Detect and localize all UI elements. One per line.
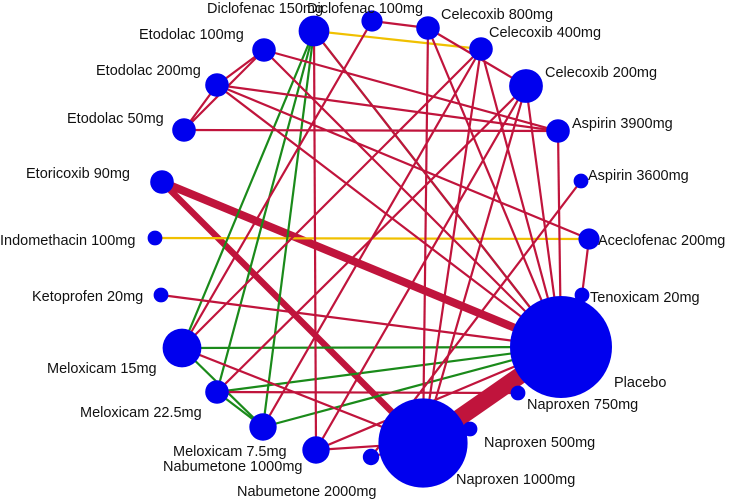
- edge-celecoxib200-nabumetone1000: [315, 85, 527, 451]
- edge-etodolac200-aspirin3900: [216, 83, 559, 133]
- node-celecoxib800: [416, 16, 440, 40]
- edge-meloxicam15-placebo: [181, 345, 562, 350]
- label-aspirin3600: Aspirin 3600mg: [588, 168, 689, 184]
- edge-diclofenac150-meloxicam15: [180, 30, 316, 349]
- edge-diclofenac150-celecoxib400: [313, 29, 482, 51]
- edge-etodolac200-placebo: [216, 84, 562, 348]
- edge-etodolac200-aceclofenac200: [216, 83, 590, 241]
- node-tenoxicam20: [574, 287, 590, 303]
- label-celecoxib200: Celecoxib 200mg: [545, 65, 657, 81]
- node-celecoxib400: [469, 37, 493, 61]
- node-indomethacin100: [147, 230, 163, 246]
- label-meloxicam75: Meloxicam 7.5mg: [173, 444, 287, 460]
- label-meloxicam225: Meloxicam 22.5mg: [80, 405, 202, 421]
- edge-diclofenac150-meloxicam225: [215, 30, 316, 393]
- label-diclofenac150: Diclofenac 150mg: [207, 1, 323, 17]
- edge-diclofenac150-nabumetone1000: [312, 30, 318, 451]
- label-aspirin3900: Aspirin 3900mg: [572, 116, 673, 132]
- node-meloxicam15: [162, 328, 202, 368]
- label-naproxen500: Naproxen 500mg: [484, 435, 595, 451]
- nodes-layer: [147, 10, 612, 488]
- label-etodolac100: Etodolac 100mg: [139, 27, 244, 43]
- edge-etodolac100-aspirin3900: [263, 48, 559, 133]
- label-tenoxicam20: Tenoxicam 20mg: [590, 290, 700, 306]
- label-naproxen750: Naproxen 750mg: [527, 397, 638, 413]
- node-nabumetone1000: [302, 436, 330, 464]
- node-celecoxib200: [509, 69, 543, 103]
- node-placebo: [510, 296, 612, 398]
- label-indomethacin100: Indomethacin 100mg: [0, 233, 135, 249]
- label-nabumetone2000: Nabumetone 2000mg: [237, 484, 376, 500]
- edge-diclofenac100-meloxicam15: [181, 20, 373, 349]
- label-diclofenac100: Diclofenac 100mg: [307, 1, 423, 17]
- edge-etodolac50-aspirin3900: [183, 128, 559, 133]
- node-aspirin3900: [546, 119, 570, 143]
- node-naproxen750: [510, 385, 526, 401]
- edge-celecoxib200-meloxicam225: [216, 85, 527, 393]
- label-meloxicam15: Meloxicam 15mg: [47, 361, 157, 377]
- edge-ketoprofen20-placebo: [160, 293, 562, 349]
- node-aceclofenac200: [578, 228, 600, 250]
- node-aspirin3600: [573, 173, 589, 189]
- label-placebo: Placebo: [614, 375, 666, 391]
- label-etoricoxib90: Etoricoxib 90mg: [26, 166, 130, 182]
- label-celecoxib400: Celecoxib 400mg: [489, 25, 601, 41]
- edge-etoricoxib90-placebo: [160, 178, 563, 351]
- edge-diclofenac150-placebo: [313, 30, 562, 348]
- label-naproxen1000: Naproxen 1000mg: [456, 472, 575, 488]
- edge-celecoxib400-meloxicam15: [181, 48, 482, 349]
- label-ketoprofen20: Ketoprofen 20mg: [32, 289, 143, 305]
- label-etodolac200: Etodolac 200mg: [96, 63, 201, 79]
- label-nabumetone1000: Nabumetone 1000mg: [163, 459, 302, 475]
- node-etodolac100: [252, 38, 276, 62]
- edge-celecoxib800-naproxen1000: [421, 27, 430, 444]
- node-ketoprofen20: [153, 287, 169, 303]
- node-etodolac200: [205, 73, 229, 97]
- node-naproxen1000: [378, 398, 468, 488]
- edge-meloxicam75-placebo: [262, 345, 562, 429]
- node-etodolac50: [172, 118, 196, 142]
- label-etodolac50: Etodolac 50mg: [67, 111, 164, 127]
- node-meloxicam75: [249, 413, 277, 441]
- label-celecoxib800: Celecoxib 800mg: [441, 7, 553, 23]
- node-diclofenac150: [298, 15, 330, 47]
- node-nabumetone2000: [362, 448, 380, 466]
- edge-celecoxib400-placebo: [479, 48, 563, 348]
- node-meloxicam225: [205, 380, 229, 404]
- edge-naproxen750-meloxicam225: [216, 390, 519, 395]
- label-aceclofenac200: Aceclofenac 200mg: [598, 233, 725, 249]
- edge-celecoxib200-naproxen1000: [421, 85, 528, 444]
- node-etoricoxib90: [150, 170, 174, 194]
- node-diclofenac100: [361, 10, 383, 32]
- edge-etodolac100-placebo: [263, 49, 562, 348]
